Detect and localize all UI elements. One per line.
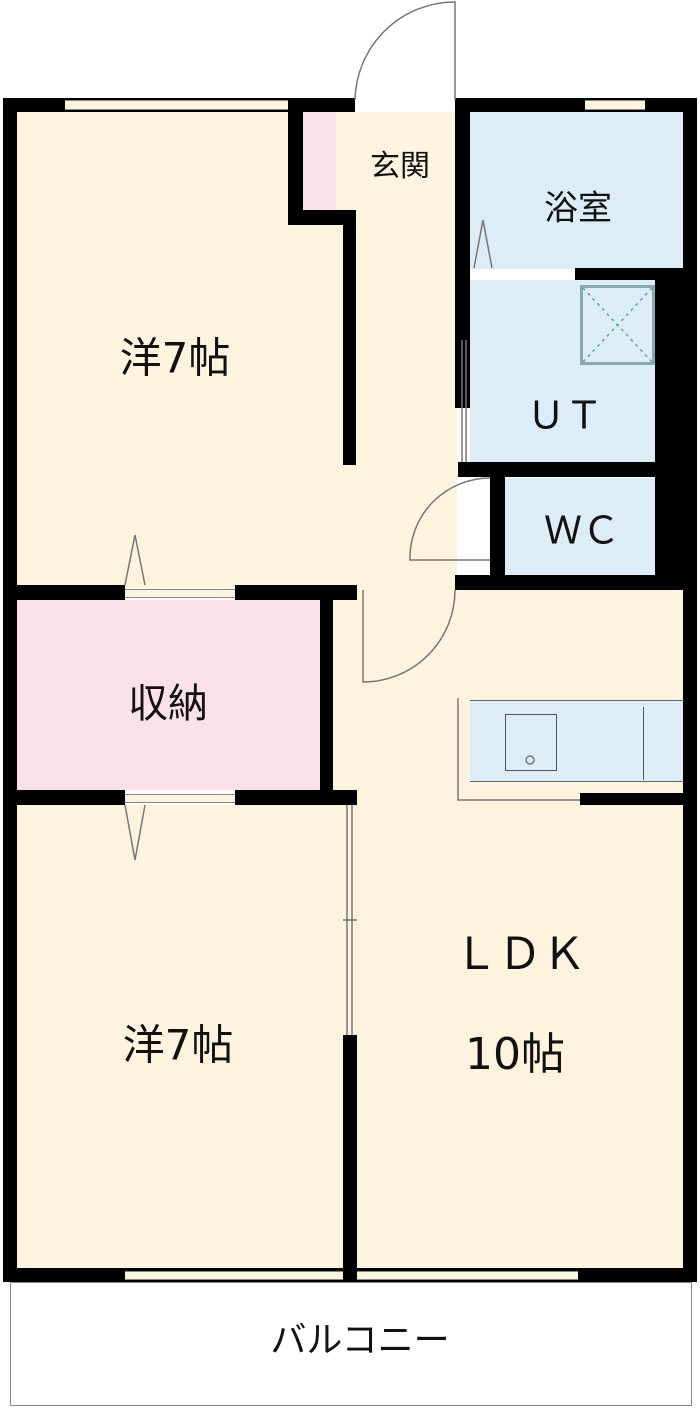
wall bbox=[490, 477, 505, 577]
window bbox=[357, 1271, 578, 1280]
ldk-door bbox=[362, 589, 456, 683]
room-utility bbox=[470, 280, 658, 463]
wall bbox=[288, 210, 356, 225]
washer-pan bbox=[580, 285, 655, 365]
room-label-balcony: バルコニー bbox=[270, 1320, 450, 1361]
room-toilet bbox=[505, 478, 660, 575]
entrance-door bbox=[354, 1, 456, 101]
room-label-ldk-size: 10帖 bbox=[465, 1029, 565, 1080]
sink bbox=[505, 714, 557, 771]
sliding-door bbox=[343, 805, 357, 1035]
room-storage bbox=[17, 600, 320, 790]
window bbox=[585, 100, 645, 110]
room-western-2 bbox=[17, 805, 347, 1268]
wall bbox=[3, 790, 125, 805]
window bbox=[65, 100, 288, 110]
room-label-utility: ＵＴ bbox=[526, 393, 604, 438]
room-bathroom bbox=[470, 112, 683, 269]
window bbox=[125, 1271, 343, 1280]
kitchen-wall bbox=[457, 698, 580, 801]
wall bbox=[235, 585, 357, 600]
wall bbox=[580, 793, 683, 805]
room-label-storage: 収納 bbox=[128, 681, 208, 727]
room-label-bathroom: 浴室 bbox=[544, 188, 612, 229]
bath-door bbox=[473, 219, 493, 269]
wall bbox=[683, 98, 697, 1282]
kitchen-divider bbox=[643, 707, 644, 780]
room-label-toilet: ＷＣ bbox=[543, 508, 621, 553]
wall bbox=[458, 462, 658, 477]
room-label-entrance: 玄関 bbox=[370, 149, 430, 184]
room2-door bbox=[124, 804, 146, 861]
wall bbox=[235, 790, 357, 805]
wall bbox=[575, 268, 683, 280]
hallway bbox=[345, 212, 457, 592]
room-label-western-1: 洋7帖 bbox=[119, 333, 231, 383]
shoe-closet bbox=[303, 112, 336, 210]
wc-door bbox=[409, 477, 491, 561]
wall bbox=[320, 600, 333, 805]
wall bbox=[343, 1035, 357, 1275]
balcony bbox=[10, 1282, 692, 1406]
room-entrance bbox=[336, 112, 456, 212]
wall bbox=[288, 98, 303, 225]
room1-door bbox=[124, 534, 146, 586]
wall bbox=[455, 98, 470, 408]
wall bbox=[655, 268, 685, 578]
wall bbox=[455, 575, 683, 590]
wall bbox=[3, 585, 125, 600]
room-label-ldk: ＬＤＫ bbox=[454, 929, 586, 980]
ut-door bbox=[461, 340, 467, 462]
wall bbox=[343, 210, 356, 465]
wall bbox=[3, 98, 17, 1282]
closet-door[interactable] bbox=[125, 589, 235, 598]
closet-door[interactable] bbox=[125, 794, 235, 803]
washer-x bbox=[582, 287, 653, 363]
room-label-western-2: 洋7帖 bbox=[122, 1020, 234, 1070]
drain bbox=[525, 755, 535, 765]
